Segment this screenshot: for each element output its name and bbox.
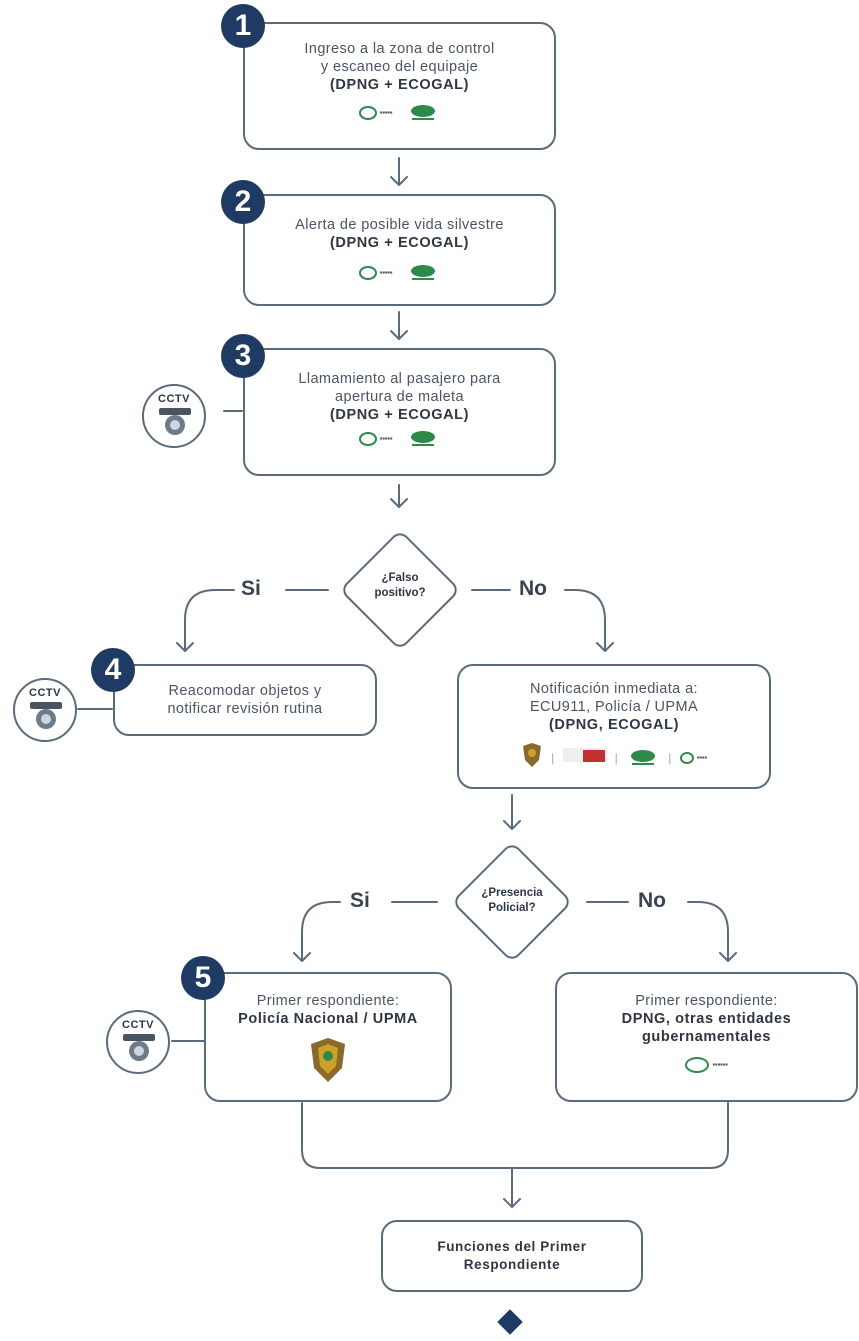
step-1-number: 1 [221, 4, 265, 48]
decision-1-line2: positivo? [374, 587, 426, 599]
cctv-camera-icon: CCTV [106, 1010, 170, 1074]
notification-box: Notificación inmediata a: ECU911, Policí… [457, 664, 771, 789]
ecogal-logo [626, 749, 660, 767]
step-3-logos: ▪▪▪▪▪ [245, 430, 554, 448]
dpng-logo: ▪▪▪▪▪ [358, 104, 393, 122]
step-3-text-line2: apertura de maleta [335, 389, 464, 405]
cctv-label: CCTV [29, 687, 61, 699]
dpng-logo: ▪▪▪▪▪ [358, 430, 393, 448]
step-2-text-line1: Alerta de posible vida silvestre [295, 217, 504, 233]
step-1-agencies: (DPNG + ECOGAL) [329, 77, 470, 93]
alt-responder-logos: ▪▪▪▪▪▪ [557, 1056, 856, 1074]
separator: | [551, 750, 555, 765]
step-3-box: Llamamiento al pasajero para apertura de… [243, 348, 556, 476]
police-emblem [521, 742, 543, 773]
branch-no-2: No [634, 889, 670, 913]
ecu911-logo [562, 745, 607, 770]
decision-2-line2: Policial? [488, 902, 536, 914]
step-5-logos [206, 1036, 450, 1089]
branch-yes-2: Si [346, 889, 374, 913]
step-4-number: 4 [91, 648, 135, 692]
step-3-text-line1: Llamamiento al pasajero para [298, 371, 501, 387]
step-5-number: 5 [181, 956, 225, 1000]
dpng-logo: ▪▪▪▪ [679, 749, 707, 767]
notification-logos: | | | ▪▪▪▪ [459, 742, 769, 773]
separator: | [668, 750, 672, 765]
final-line1: Funciones del Primer [437, 1239, 587, 1254]
alt-responder-bold2: gubernamentales [641, 1029, 772, 1045]
notification-line1: Notificación inmediata a: [530, 681, 698, 697]
ecogal-logo [406, 430, 440, 448]
decision-1-line1: ¿Falso [381, 572, 419, 584]
step-2-agencies: (DPNG + ECOGAL) [329, 235, 470, 251]
step-3-agencies: (DPNG + ECOGAL) [329, 407, 470, 423]
step-5-responder: Policía Nacional / UPMA [238, 1011, 418, 1027]
cctv-camera-icon: CCTV [13, 678, 77, 742]
ecogal-logo [406, 104, 440, 122]
branch-yes-1: Si [237, 577, 265, 601]
step-1-logos: ▪▪▪▪▪ [245, 104, 554, 122]
decision-police-presence-text: ¿Presencia Policial? [462, 886, 562, 916]
police-emblem [308, 1036, 348, 1089]
cctv-camera-icon: CCTV [142, 384, 206, 448]
step-1-box: Ingreso a la zona de control y escaneo d… [243, 22, 556, 150]
cctv-label: CCTV [122, 1019, 154, 1031]
notification-agencies: (DPNG, ECOGAL) [548, 717, 680, 733]
step-4-box: Reacomodar objetos y notificar revisión … [113, 664, 377, 736]
step-3-number: 3 [221, 334, 265, 378]
final-line2: Respondiente [463, 1257, 561, 1272]
dpng-logo: ▪▪▪▪▪▪ [685, 1056, 728, 1074]
step-4-text-line2: notificar revisión rutina [167, 701, 323, 717]
step-1-text-line1: Ingreso a la zona de control [304, 41, 495, 57]
notification-line2: ECU911, Policía / UPMA [529, 699, 699, 715]
decision-false-positive-text: ¿Falso positivo? [350, 571, 450, 601]
branch-no-1: No [515, 577, 551, 601]
decision-2-line1: ¿Presencia [481, 887, 543, 899]
step-1-text-line2: y escaneo del equipaje [320, 59, 479, 75]
separator: | [614, 750, 619, 765]
final-box: Funciones del Primer Respondiente [381, 1220, 643, 1292]
step-2-number: 2 [221, 180, 265, 224]
dpng-logo: ▪▪▪▪▪ [358, 264, 393, 282]
step-2-logos: ▪▪▪▪▪ [245, 264, 554, 282]
alt-responder-bold1: DPNG, otras entidades [621, 1011, 792, 1027]
step-2-box: Alerta de posible vida silvestre (DPNG +… [243, 194, 556, 306]
alt-responder-box: Primer respondiente: DPNG, otras entidad… [555, 972, 858, 1102]
step-5-box: Primer respondiente: Policía Nacional / … [204, 972, 452, 1102]
step-4-text-line1: Reacomodar objetos y [168, 683, 322, 699]
cctv-label: CCTV [158, 393, 190, 405]
step-5-text-line1: Primer respondiente: [256, 993, 400, 1009]
alt-responder-line1: Primer respondiente: [635, 993, 778, 1009]
ecogal-logo [406, 264, 440, 282]
